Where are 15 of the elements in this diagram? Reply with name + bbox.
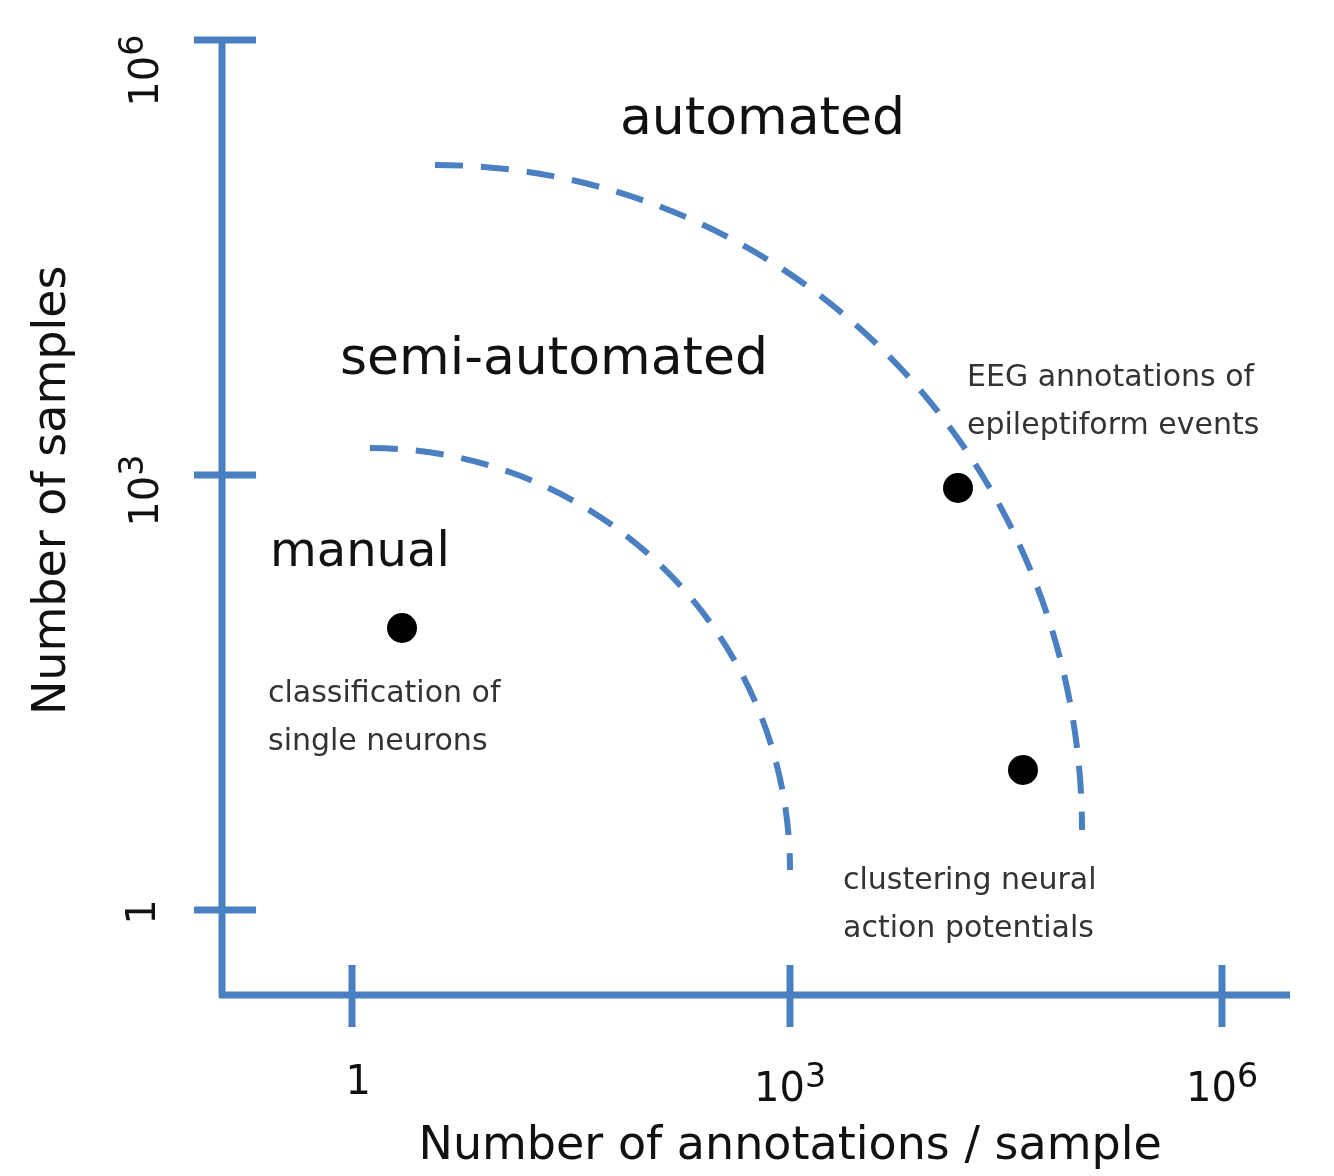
data-point (387, 613, 417, 643)
point-caption: classification of single neurons (268, 673, 502, 759)
tick-label: 10$^{6}$ (1186, 1058, 1259, 1110)
point-caption: clustering neural action potentials (843, 860, 1098, 946)
region-label: manual (270, 523, 450, 576)
data-point (943, 473, 973, 503)
tick-label: 1 (118, 899, 163, 925)
axis-title: Number of annotations / sample (418, 1118, 1162, 1169)
axis-title: Number of samples (24, 265, 76, 715)
tick-label: 1 (345, 1058, 371, 1102)
tick-label: 10$^{3}$ (754, 1058, 827, 1110)
region-label: automated (620, 88, 905, 146)
data-point (1008, 755, 1038, 785)
region-label: semi-automated (340, 328, 768, 386)
point-caption: EEG annotations of epileptiform events (967, 357, 1261, 443)
